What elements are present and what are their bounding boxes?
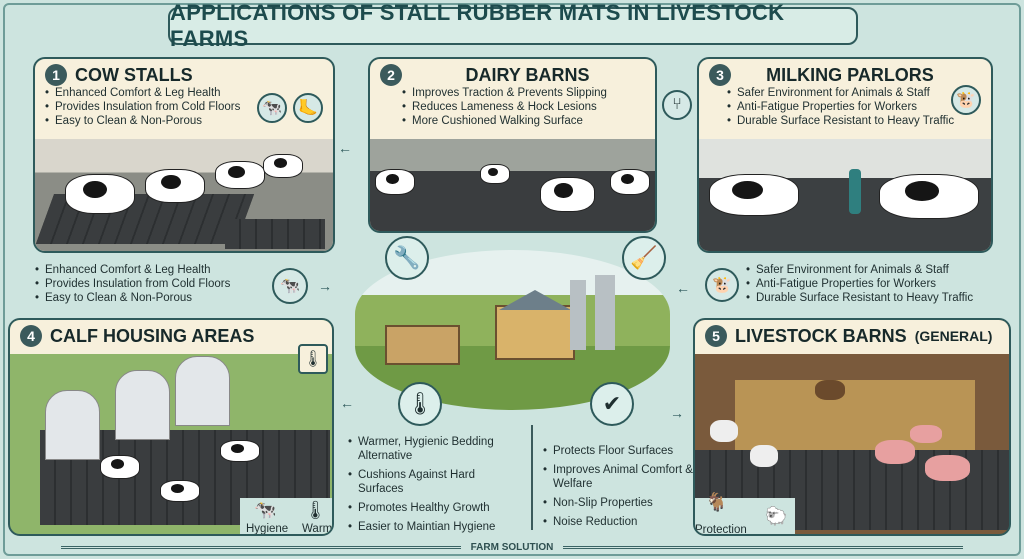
bullet: Easier to Maintian Hygiene [348,520,518,534]
bullet-list: Safer Environment for Animals & Staff An… [709,86,981,128]
arrow-icon: ← [676,280,690,296]
bullet: Enhanced Comfort & Leg Health [35,263,230,277]
divider [60,545,461,549]
bullet: Warmer, Hygienic Bedding Alternative [348,435,518,463]
cow-face-icon: 🐮 [951,85,981,115]
dairy-barn-illustration [370,139,655,231]
thermometer-icon: 🌡 [298,344,328,374]
panel-title: CALF HOUSING AREAS [50,325,255,346]
bullet: Easy to Clean & Non-Porous [35,291,230,305]
hoof-icon: 🦶 [293,93,323,123]
panel-title: MILKING PARLORS [766,64,934,85]
broom-icon: 🧹 [622,236,666,280]
page-title: APPLICATIONS OF STALL RUBBER MATS IN LIV… [168,0,858,51]
cow-icon: 🐄 [257,93,287,123]
shield-check-icon: ✔ [590,382,634,426]
bullet-list: Improves Traction & Prevents Slipping Re… [380,86,645,128]
milking-cluster-icon: ⑂ [662,90,692,120]
milking-parlors-summary: Safer Environment for Animals & Staff An… [746,263,973,305]
cow-stalls-illustration [35,139,333,251]
arrow-icon: ← [340,395,354,411]
panel-livestock-barns: 5 LIVESTOCK BARNS (GENERAL) 🐐 Protection 🐑 [693,318,1011,536]
bullet: Easy to Clean & Non-Porous [45,114,323,128]
bullet: Noise Reduction [543,515,693,529]
tools-icon: 🔧 [385,236,429,280]
panel-cow-stalls: 1 COW STALLS Enhanced Comfort & Leg Healt… [33,57,335,253]
bullet: Reduces Lameness & Hock Lesions [402,100,645,114]
arrow-icon: ← [338,140,352,156]
footer-brand: FARM SOLUTION [470,541,554,553]
number-badge: 2 [380,64,402,86]
panel-title: LIVESTOCK BARNS [735,325,907,346]
bullet: Safer Environment for Animals & Staff [746,263,973,277]
arrow-icon: → [318,278,332,294]
bullet: Non-Slip Properties [543,496,693,510]
calf-housing-summary: Warmer, Hygienic Bedding Alternative Cus… [348,435,518,534]
milking-parlor-illustration [699,139,991,251]
bullet: Durable Surface Resistant to Heavy Traff… [746,291,973,305]
number-badge: 4 [20,325,42,347]
infographic-frame [3,3,1021,556]
number-badge: 5 [705,325,727,347]
bullet: Provides Insulation from Cold Floors [35,277,230,291]
bullet: Anti-Fatigue Properties for Workers [746,277,973,291]
panel-title-suffix: (GENERAL) [914,328,993,344]
footer: FARM SOLUTION [0,540,1024,554]
panel-calf-housing: 4 CALF HOUSING AREAS 🌡 Hygiene Warm 🐄 🌡 [8,318,334,536]
panel-title: DAIRY BARNS [465,64,590,85]
divider [531,425,533,530]
bullet: More Cushioned Walking Surface [402,114,645,128]
bullet: Anti-Fatigue Properties for Workers [727,100,981,114]
bullet: Improves Traction & Prevents Slipping [402,86,645,100]
bullet: Protects Floor Surfaces [543,444,693,458]
bullet: Enhanced Comfort & Leg Health [45,86,323,100]
number-badge: 3 [709,64,731,86]
cow-face-icon: 🐮 [705,268,739,302]
bullet: Safer Environment for Animals & Staff [727,86,981,100]
sheep-icon: 🐑 [765,506,788,526]
calf-icon: 🐄 [254,500,277,520]
label-protection: Protection [695,524,747,536]
cow-stalls-summary: Enhanced Comfort & Leg Health Provides I… [35,263,230,305]
label-hygiene: Hygiene [246,523,289,535]
cow-sparkle-icon: 🐄 [272,268,308,304]
arrow-icon: → [670,405,684,421]
bullet: Promotes Healthy Growth [348,501,518,515]
goat-icon: 🐐 [705,492,728,512]
thermometer-icon: 🌡 [304,500,327,520]
bullet: Durable Surface Resistant to Heavy Traff… [727,114,981,128]
panel-title: COW STALLS [75,64,193,85]
panel-milking-parlors: 3 MILKING PARLORS Safer Environment for A… [697,57,993,253]
number-badge: 1 [45,64,67,86]
thermometer-icon: 🌡 [398,382,442,426]
livestock-barns-summary: Protects Floor Surfaces Improves Animal … [543,444,693,529]
label-warm: Warm [302,523,333,535]
bullet: Provides Insulation from Cold Floors [45,100,323,114]
bullet-list: Enhanced Comfort & Leg Health Provides I… [45,86,323,128]
divider [563,545,964,549]
panel-dairy-barns: 2 DAIRY BARNS Improves Traction & Prevent… [368,57,657,233]
bullet: Improves Animal Comfort & Welfare [543,463,693,491]
bullet: Cushions Against Hard Surfaces [348,468,518,496]
